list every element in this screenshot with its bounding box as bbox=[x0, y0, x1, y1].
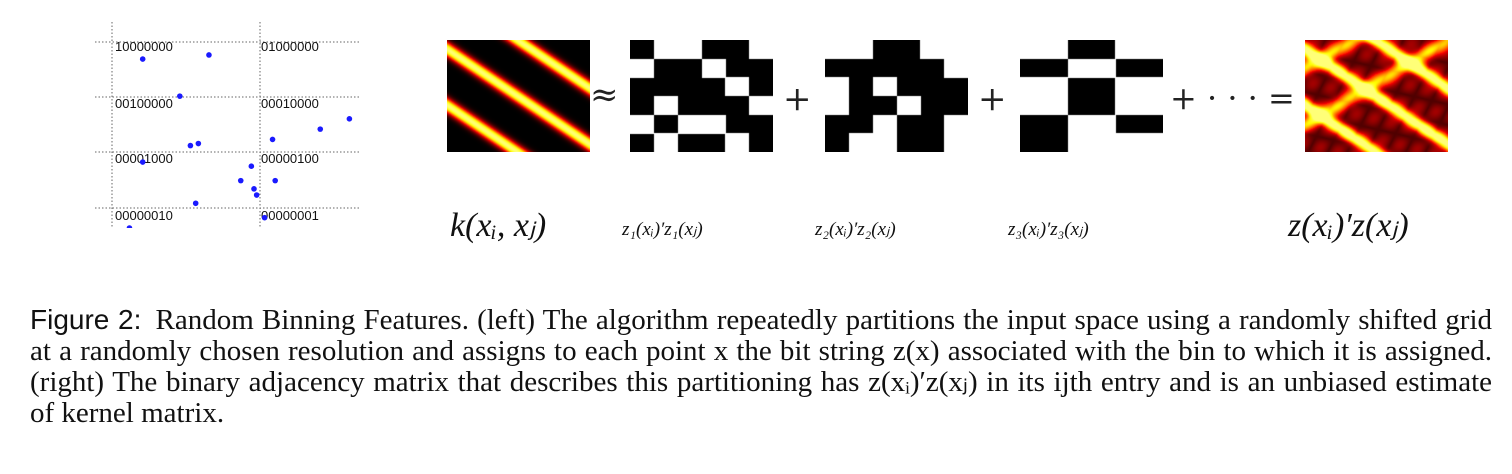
bin-label: 01000000 bbox=[261, 39, 319, 54]
data-point bbox=[192, 200, 199, 207]
data-point bbox=[317, 126, 324, 132]
binary-matrix-2 bbox=[825, 40, 968, 152]
plus-dots-equals: + · · · = bbox=[1170, 79, 1295, 117]
z3-label: z₃(xᵢ)′z₃(xⱼ) bbox=[1008, 219, 1089, 240]
data-point bbox=[251, 186, 257, 192]
approx-kernel-label: z(xᵢ)′z(xⱼ) bbox=[1288, 207, 1409, 244]
kernel-heatmap bbox=[447, 40, 590, 152]
approx-symbol: ≈ bbox=[590, 75, 619, 115]
data-point bbox=[126, 225, 133, 228]
bin-label: 00000001 bbox=[261, 208, 319, 223]
data-point bbox=[346, 116, 353, 122]
kernel-label: k(xᵢ, xⱼ) bbox=[450, 207, 547, 244]
data-point bbox=[177, 93, 183, 99]
binary-matrix-1 bbox=[630, 40, 773, 152]
plus-symbol-2: + bbox=[978, 79, 1007, 119]
bin-label: 00000010 bbox=[115, 208, 173, 223]
data-point bbox=[237, 177, 244, 184]
data-point bbox=[187, 142, 194, 149]
z1-label: z₁(xᵢ)′z₁(xⱼ) bbox=[622, 219, 703, 240]
data-point bbox=[139, 56, 146, 62]
binary-matrix-3 bbox=[1020, 40, 1163, 152]
data-point bbox=[206, 52, 212, 58]
figure-caption: Figure 2: Random Binning Features. (left… bbox=[30, 304, 1492, 429]
z2-label: z₂(xᵢ)′z₂(xⱼ) bbox=[815, 219, 896, 240]
data-point bbox=[261, 214, 268, 221]
bin-label: 00000100 bbox=[261, 151, 319, 166]
data-point bbox=[269, 136, 276, 143]
data-point bbox=[139, 159, 146, 165]
figure-number: Figure 2: bbox=[30, 304, 142, 335]
bin-label: 00001000 bbox=[115, 151, 173, 166]
random-grid-plot: 10000000 01000000 00100000 00010000 00001000… bbox=[95, 22, 360, 228]
bin-label: 10000000 bbox=[115, 39, 173, 54]
bin-label: 00010000 bbox=[261, 96, 319, 111]
data-point bbox=[272, 177, 278, 184]
caption-text: Random Binning Features. (left) The algo… bbox=[30, 304, 1493, 429]
plus-symbol-1: + bbox=[783, 79, 812, 119]
bin-label: 00100000 bbox=[115, 96, 173, 111]
data-point bbox=[248, 163, 255, 169]
approximate-kernel-heatmap bbox=[1305, 40, 1448, 152]
data-point bbox=[253, 192, 260, 198]
data-point bbox=[195, 140, 202, 147]
